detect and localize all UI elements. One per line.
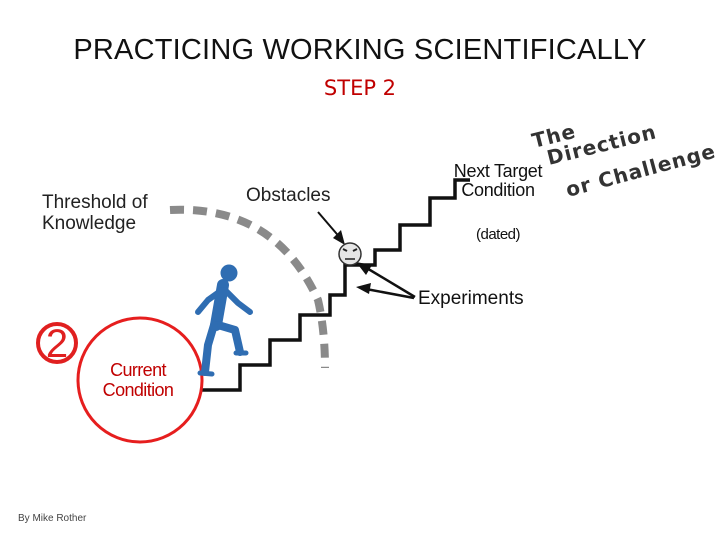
next-target-label: Next Target Condition <box>453 161 543 200</box>
experiments-label: Experiments <box>418 288 524 309</box>
dated-label: (dated) <box>475 226 521 243</box>
credit-text: By Mike Rother <box>18 513 87 524</box>
experiments-arrowhead-lower <box>356 283 371 294</box>
experiments-arrow-upper <box>364 265 416 299</box>
current-condition-circle <box>76 316 204 444</box>
threshold-label: Threshold of Knowledge <box>42 192 148 234</box>
stick-figure-icon <box>195 264 253 377</box>
page-title: PRACTICING WORKING SCIENTIFICALLY <box>73 34 647 66</box>
threshold-arc <box>169 205 329 369</box>
current-condition-label: Current Condition <box>102 360 174 400</box>
step-label: STEP 2 <box>323 76 397 100</box>
experiments-arrow-lower <box>365 287 415 300</box>
staircase <box>200 178 470 392</box>
obstacles-arrowhead <box>333 230 345 245</box>
obstacle-face-icon <box>338 242 362 266</box>
circled-two-icon: 2 <box>36 322 78 366</box>
experiments-arrowhead-upper <box>356 262 372 275</box>
step-number: 2 <box>46 322 68 366</box>
obstacles-label: Obstacles <box>246 185 331 206</box>
